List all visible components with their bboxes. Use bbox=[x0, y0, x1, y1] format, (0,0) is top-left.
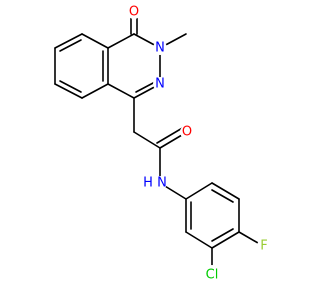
atom-bg bbox=[257, 239, 271, 253]
bond bbox=[54, 83, 83, 99]
bond bbox=[156, 126, 185, 144]
bond bbox=[81, 83, 109, 99]
atom-n-ring: N bbox=[155, 77, 165, 92]
molecule-structure: O N N O N H Cl F bbox=[54, 4, 271, 285]
atom-bg bbox=[153, 77, 167, 91]
bond bbox=[185, 231, 213, 249]
atom-bg bbox=[153, 41, 167, 55]
atom-h-amide: H bbox=[143, 176, 153, 191]
atom-bg bbox=[180, 125, 194, 139]
bond bbox=[54, 33, 83, 49]
bond bbox=[133, 131, 161, 149]
molecule-canvas: O N N O N H Cl F bbox=[54, 4, 271, 285]
bond bbox=[211, 231, 240, 249]
atom-bg bbox=[153, 176, 167, 190]
bond bbox=[59, 80, 82, 93]
atom-n-amide: N bbox=[157, 176, 167, 191]
atom-n-methyl: N bbox=[155, 41, 165, 56]
atom-bg bbox=[127, 5, 141, 19]
atom-cl: Cl bbox=[206, 268, 219, 283]
bond bbox=[135, 81, 156, 93]
atom-bg bbox=[202, 265, 222, 285]
atom-o-ring: O bbox=[129, 5, 139, 20]
bond bbox=[238, 231, 259, 244]
bond bbox=[81, 33, 109, 49]
bond bbox=[211, 228, 234, 242]
bond bbox=[211, 182, 240, 200]
bond bbox=[185, 182, 213, 200]
bond bbox=[211, 189, 234, 203]
bond bbox=[59, 39, 82, 52]
atom-f: F bbox=[260, 239, 267, 254]
bond bbox=[107, 83, 135, 99]
atom-o-amide: O bbox=[182, 125, 192, 140]
bond bbox=[107, 33, 135, 49]
